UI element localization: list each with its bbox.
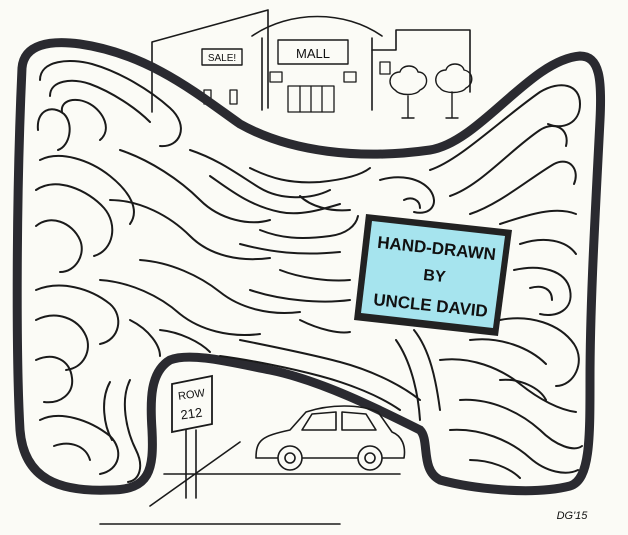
mall-entrance-arch bbox=[251, 15, 383, 111]
title-card-background bbox=[361, 221, 505, 328]
car-illustration bbox=[255, 405, 406, 471]
maze-outer-wall bbox=[12, 38, 606, 496]
parking-lines bbox=[99, 441, 401, 525]
row-sign-line-1: ROW bbox=[177, 387, 206, 403]
store-right-wing bbox=[371, 29, 471, 93]
mall-sign bbox=[277, 39, 349, 65]
sale-sign-text: SALE! bbox=[208, 53, 236, 64]
maze-corridors bbox=[35, 60, 583, 483]
parking-lot: ROW 212 bbox=[99, 374, 406, 525]
row-sign-post bbox=[185, 429, 197, 499]
sale-sign bbox=[201, 48, 243, 66]
title-line-2: BY bbox=[423, 267, 447, 286]
mall-windows bbox=[203, 61, 391, 113]
artist-signature: DG'15 bbox=[557, 510, 589, 522]
row-sign-line-2: 212 bbox=[180, 405, 204, 423]
mall-building: SALE! MALL bbox=[151, 9, 473, 119]
store-left-wing bbox=[151, 9, 269, 113]
tree-left bbox=[389, 65, 428, 119]
mall-sign-text: MALL bbox=[296, 46, 330, 61]
tree-right bbox=[435, 63, 473, 119]
row-sign bbox=[171, 374, 213, 434]
title-card: HAND-DRAWN BY UNCLE DAVID bbox=[354, 214, 512, 336]
